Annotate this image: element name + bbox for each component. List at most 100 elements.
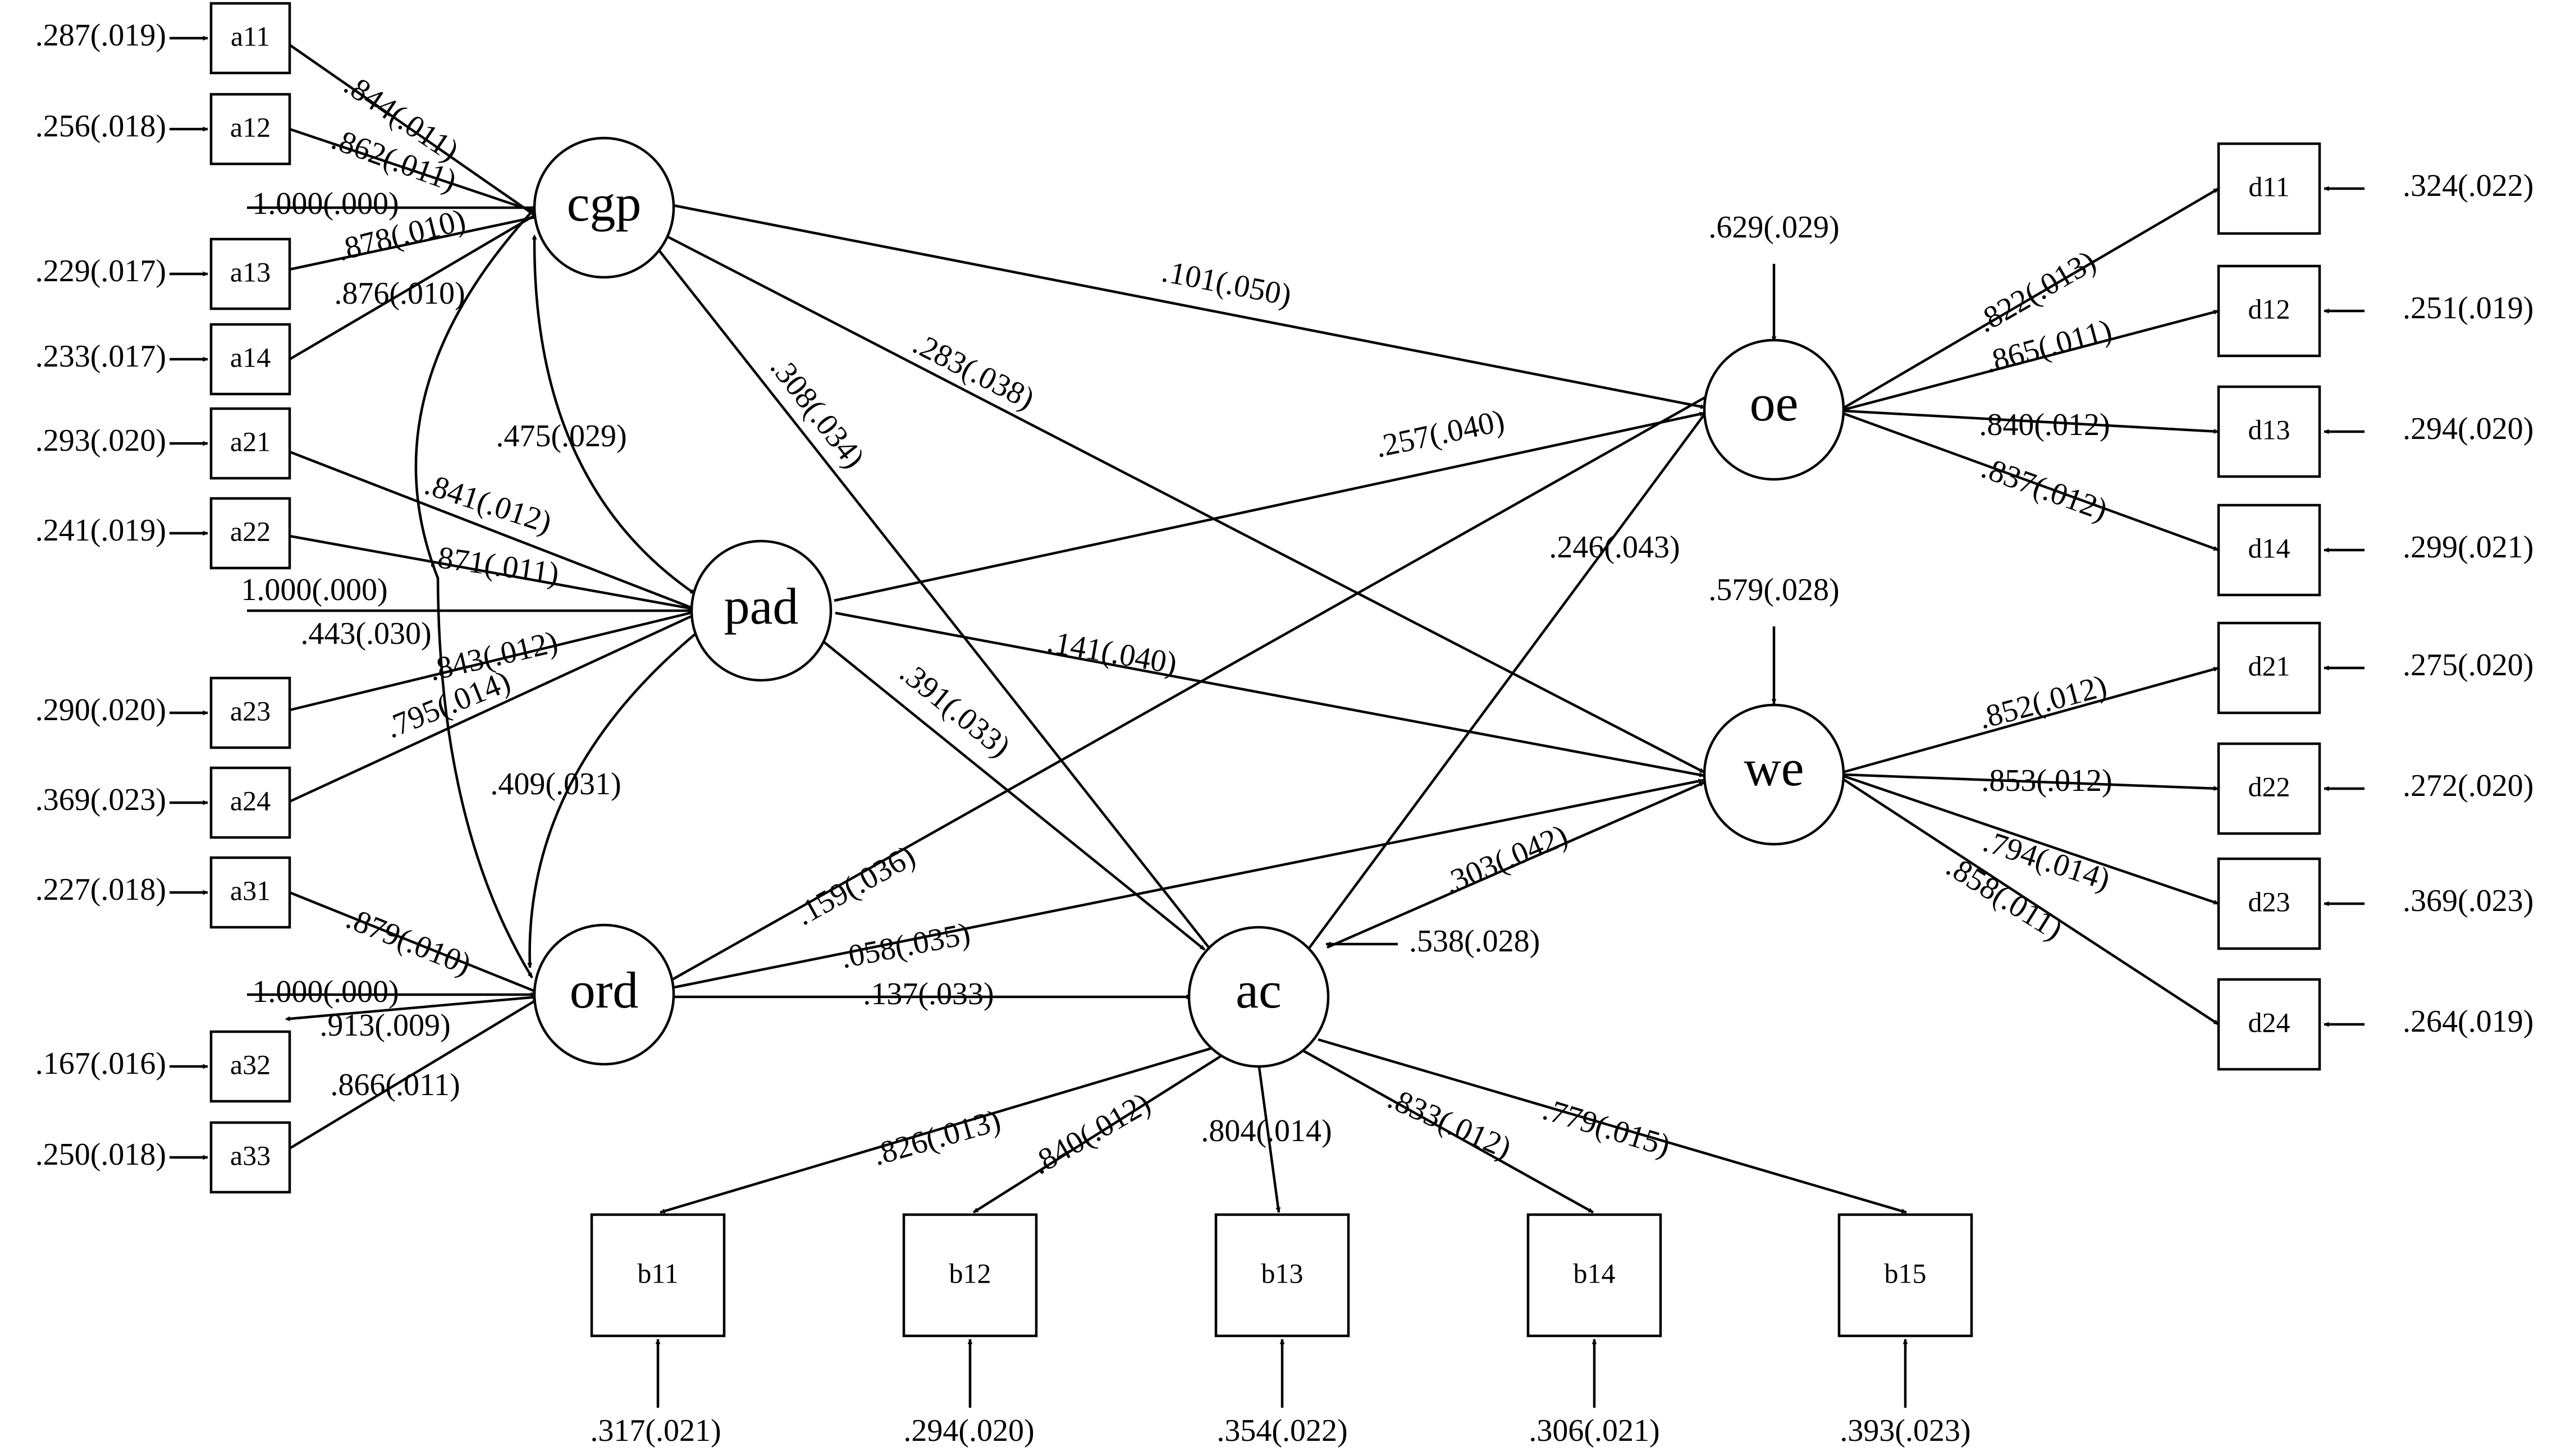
loading-we-d23-arrow — [1842, 774, 2219, 905]
error-label-a23: .290(.020) — [35, 693, 166, 727]
svg-text:pad: pad — [724, 578, 799, 635]
indicator-b11-box: b11 — [590, 1213, 726, 1338]
loading-we-d21-arrow — [1842, 666, 2219, 774]
residual-label-we: .579(.028) — [1708, 573, 1839, 607]
indicator-a14-box: a14 — [209, 323, 291, 396]
indicator-a24-box: a24 — [209, 766, 291, 839]
path-label-ord-oe: .159(.036) — [789, 839, 921, 932]
residual-label-oe: .629(.029) — [1708, 210, 1839, 245]
error-label-d14: .299(.021) — [2403, 530, 2533, 565]
residual-label-ac: .538(.028) — [1409, 924, 1540, 959]
path-ac-oe-arrow — [1300, 400, 1716, 960]
indicator-d24-box: d24 — [2217, 978, 2321, 1071]
indicator-a32-box: a32 — [209, 1030, 291, 1103]
svg-text:a24: a24 — [230, 785, 271, 816]
loading-oe-d11-arrow — [1841, 187, 2220, 410]
loading-label-a31: .879(.010) — [341, 901, 476, 982]
svg-text:a12: a12 — [230, 111, 271, 143]
svg-text:d24: d24 — [2248, 1006, 2290, 1038]
loading-pad-a24-arrow — [285, 612, 697, 804]
path-pad-ac-arrow — [823, 641, 1206, 951]
indicator-a13-box: a13 — [209, 237, 291, 310]
indicator-b13-box: b13 — [1214, 1213, 1350, 1338]
indicator-b15-box: b15 — [1837, 1213, 1973, 1338]
path-label-pad-we: .141(.040) — [1045, 624, 1180, 681]
error-label-a32: .167(.016) — [35, 1046, 166, 1081]
error-label-b14: .306(.021) — [1529, 1413, 1659, 1448]
path-label-ac-oe: .246(.043) — [1549, 530, 1680, 565]
loading-oe-d12-arrow — [1843, 309, 2219, 411]
latent-we-node: we — [1703, 703, 1845, 846]
svg-text:d11: d11 — [2248, 171, 2289, 202]
loading-label-a22: .871(.011) — [428, 539, 561, 592]
error-label-b13: .354(.022) — [1217, 1413, 1347, 1448]
loading-pad-a22-arrow — [285, 533, 694, 611]
latent-cgp-node: cgp — [533, 136, 675, 279]
svg-text:a21: a21 — [230, 425, 271, 457]
loading-ac-b13-arrow — [1257, 1063, 1281, 1213]
error-label-a13: .229(.017) — [35, 254, 166, 289]
svg-text:b13: b13 — [1261, 1257, 1304, 1289]
loading-ac-b15-arrow — [1318, 1038, 1907, 1214]
svg-text:we: we — [1744, 739, 1804, 796]
loading-ord-a33-arrow — [285, 998, 539, 1151]
path-ac-we-arrow — [1327, 781, 1705, 949]
error-label-a24: .369(.023) — [35, 782, 166, 817]
corr-cgp-ord-curve — [414, 205, 538, 979]
svg-text:b15: b15 — [1885, 1257, 1927, 1289]
indicator-a33-box: a33 — [209, 1121, 291, 1194]
loading-cgp-a12-arrow — [285, 126, 541, 215]
svg-text:a13: a13 — [230, 256, 271, 287]
path-label-pad-oe: .257(.040) — [1372, 403, 1507, 464]
loading-oe-d14-arrow — [1842, 411, 2219, 552]
loading-label-d21: .852(.012) — [1975, 669, 2110, 736]
error-label-b12: .294(.020) — [903, 1413, 1034, 1448]
loading-ac-b12-arrow — [972, 1050, 1231, 1214]
loading-ord-a31-arrow — [285, 890, 538, 994]
loading-label-b13: .804(.014) — [1201, 1114, 1332, 1148]
path-cgp-oe-arrow — [673, 204, 1706, 409]
latent-ac-node: ac — [1187, 926, 1330, 1068]
error-label-b11: .317(.021) — [590, 1413, 721, 1448]
path-pad-oe-arrow — [834, 411, 1705, 602]
loading-we-d22-arrow — [1843, 773, 2219, 791]
loading-label-a33: .866(.011) — [330, 1068, 460, 1102]
loading-label-d22: .853(.012) — [1981, 763, 2112, 798]
svg-text:a22: a22 — [230, 515, 271, 547]
indicator-a31-box: a31 — [209, 856, 291, 929]
corr-label-cgp-pad: .475(.029) — [496, 419, 626, 454]
error-label-d22: .272(.020) — [2403, 768, 2533, 803]
svg-text:d12: d12 — [2248, 293, 2290, 324]
path-label-ord-ac: .137(.033) — [863, 977, 994, 1011]
loading-we-d24-arrow — [1840, 777, 2220, 1025]
svg-text:ord: ord — [570, 961, 639, 1019]
indicator-d22-box: d22 — [2217, 742, 2321, 835]
path-cgp-ac-arrow — [653, 244, 1213, 952]
latent-oe-node: oe — [1703, 338, 1845, 481]
svg-text:cgp: cgp — [567, 175, 642, 232]
path-ord-we-arrow — [671, 779, 1704, 990]
corr-cgp-pad-curve — [532, 234, 696, 595]
loading-label-a14: .876(.010) — [334, 276, 465, 311]
indicator-b12-box: b12 — [902, 1213, 1038, 1338]
loading-label-b11: .826(.013) — [869, 1103, 1004, 1173]
latent-ord-node: ord — [533, 923, 675, 1066]
error-label-a12: .256(.018) — [35, 109, 166, 144]
loading-cgp-a14-arrow — [285, 211, 541, 362]
svg-text:b14: b14 — [1574, 1257, 1616, 1289]
indicator-d23-box: d23 — [2217, 857, 2321, 950]
error-label-d13: .294(.020) — [2403, 411, 2533, 446]
indicator-d21-box: d21 — [2217, 621, 2321, 715]
fixed-loading-cgp-label: 1.000(.000) — [252, 186, 399, 221]
svg-text:d22: d22 — [2248, 771, 2290, 802]
svg-text:a11: a11 — [231, 20, 270, 52]
indicator-d13-box: d13 — [2217, 385, 2321, 478]
error-label-a31: .227(.018) — [35, 872, 166, 907]
svg-text:a33: a33 — [230, 1139, 271, 1171]
error-label-a21: .293(.020) — [35, 423, 166, 458]
svg-text:oe: oe — [1750, 374, 1799, 432]
svg-text:a23: a23 — [230, 695, 271, 726]
indicator-a12-box: a12 — [209, 93, 291, 166]
loading-oe-d13-arrow — [1843, 409, 2219, 434]
